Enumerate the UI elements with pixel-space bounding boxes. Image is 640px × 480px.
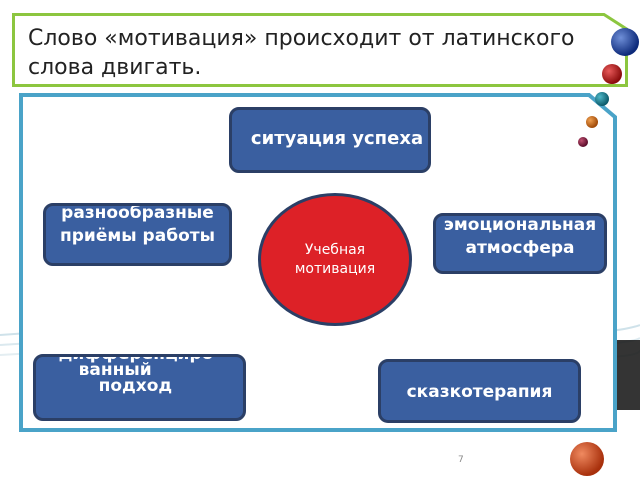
decor-ball-icon [611, 28, 639, 56]
node-success-situation: ситуация успеха [229, 107, 431, 173]
decor-ball-icon [578, 137, 588, 147]
node-label-line: дифференциро- [58, 354, 221, 364]
page-number: 7 [458, 455, 464, 465]
node-label-line: ванный [78, 360, 152, 380]
node-label: ситуация успеха [250, 128, 424, 149]
center-label: Учебная мотивация [294, 241, 376, 277]
decor-ball-icon [570, 442, 604, 476]
center-learning-motivation: Учебная мотивация [258, 193, 412, 326]
node-label: эмоциональная атмосфера [443, 215, 597, 258]
slide-title: Слово «мотивация» происходит от латинско… [28, 26, 575, 80]
decor-ball-icon [602, 64, 622, 84]
node-label: сказкотерапия [406, 382, 553, 402]
decor-ball-icon [595, 92, 609, 106]
node-label-line: подход [98, 376, 173, 396]
title-frame [12, 13, 628, 87]
node-various-techniques: разнообразные приёмы работы [43, 203, 232, 266]
node-label: разнообразные приёмы работы [60, 203, 215, 246]
node-fairytale-therapy: сказкотерапия [378, 359, 581, 423]
decor-ball-icon [586, 116, 598, 128]
node-differentiated-approach: дифференциро- ванный подход [33, 354, 246, 421]
node-emotional-atmosphere: эмоциональная атмосфера [433, 213, 607, 274]
